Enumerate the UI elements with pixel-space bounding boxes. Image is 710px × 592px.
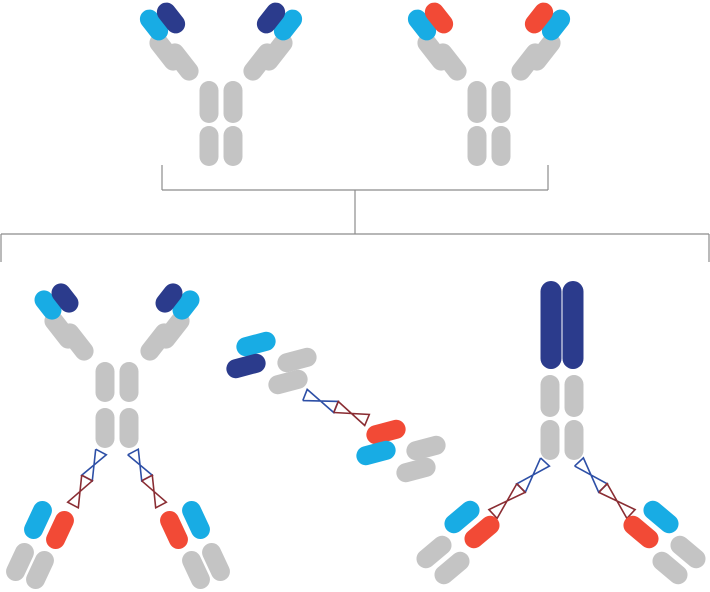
tandem-vh-red	[366, 419, 406, 445]
linker-right-blue	[127, 447, 154, 483]
cl-right	[511, 43, 545, 81]
heavy-chain-ch2-right	[491, 81, 511, 123]
bispecific-igg-scfv	[6, 283, 230, 590]
hinge-ch2-right	[119, 362, 139, 402]
tandem-c-blue-a	[277, 347, 317, 373]
vl-left	[139, 9, 169, 41]
linker-right-red	[141, 473, 168, 510]
tandem-vh-blue	[226, 353, 266, 379]
vh-right	[256, 2, 286, 34]
cl-right	[140, 323, 174, 361]
tandem-vl-blue	[236, 331, 276, 357]
scfv-vh-left	[46, 510, 74, 550]
scfv-c-right-b	[202, 542, 230, 582]
ch3-right	[119, 408, 139, 448]
vl-right	[172, 290, 200, 320]
vhh-scfv-c-left-b	[434, 551, 470, 585]
scfv-vl-right	[182, 500, 210, 540]
cl-left	[60, 323, 94, 361]
vhh-linker-left-red	[487, 483, 527, 520]
fc-upper-left	[540, 375, 560, 417]
scfv-c-left-b	[26, 550, 54, 590]
linker-left-blue	[80, 448, 108, 483]
vl-left	[407, 9, 437, 41]
vh-right	[155, 283, 183, 313]
connector-lines	[0, 165, 710, 262]
vh-left	[156, 2, 186, 34]
tandem-c-red-a	[406, 435, 446, 461]
vhh-linker-right-red	[598, 482, 637, 520]
scfv-vh-right	[160, 510, 188, 550]
tandem-c-red-b	[396, 457, 436, 483]
heavy-chain-ch3-right	[223, 126, 243, 166]
vhh-scfv-vh-right	[623, 515, 659, 549]
vl-right	[541, 9, 571, 41]
cl-left	[165, 43, 199, 81]
vhh-scfv-c-left-a	[416, 535, 452, 569]
bispecific-vhh-scfv	[416, 281, 706, 585]
parent-antibody-blue	[139, 2, 303, 166]
scfv-c-right-a	[182, 550, 210, 590]
vhh-scfv-vh-left	[464, 515, 500, 549]
vh-right	[524, 2, 554, 34]
heavy-chain-ch3-left	[199, 126, 219, 166]
heavy-chain-ch3-left	[467, 126, 487, 166]
vh-left	[51, 283, 79, 313]
vhh-linker-left-blue	[515, 457, 551, 494]
tandem-c-blue-b	[268, 369, 308, 395]
vh-left	[424, 2, 454, 34]
fc-lower-right	[564, 420, 584, 460]
vhh-scfv-vl-left	[444, 500, 480, 534]
parent-antibody-red	[407, 2, 571, 166]
fc-upper-right	[564, 375, 584, 417]
vl-left	[34, 290, 62, 320]
tandem-linker-red	[332, 400, 371, 427]
heavy-chain-ch2-left	[199, 81, 219, 123]
heavy-chain-ch3-right	[491, 126, 511, 166]
fc-lower-left	[540, 420, 560, 460]
vhh-right	[562, 281, 584, 369]
ch3-left	[95, 408, 115, 448]
tandem-linker-blue	[302, 388, 340, 414]
cl-left	[433, 43, 467, 81]
scfv-c-left-a	[6, 542, 34, 582]
vhh-left	[540, 281, 562, 369]
vhh-scfv-c-right-a	[652, 551, 688, 585]
heavy-chain-ch2-left	[467, 81, 487, 123]
tandem-vl-red	[356, 440, 396, 466]
vhh-scfv-vl-right	[643, 500, 679, 534]
hinge-ch2-left	[95, 362, 115, 402]
scfv-vl-left	[24, 500, 52, 540]
heavy-chain-ch2-right	[223, 81, 243, 123]
vhh-linker-right-blue	[574, 456, 609, 494]
cl-right	[243, 43, 277, 81]
vl-right	[273, 9, 303, 41]
vhh-scfv-c-right-b	[670, 535, 706, 569]
tandem-scfv	[226, 331, 446, 483]
linker-left-red	[66, 474, 94, 510]
